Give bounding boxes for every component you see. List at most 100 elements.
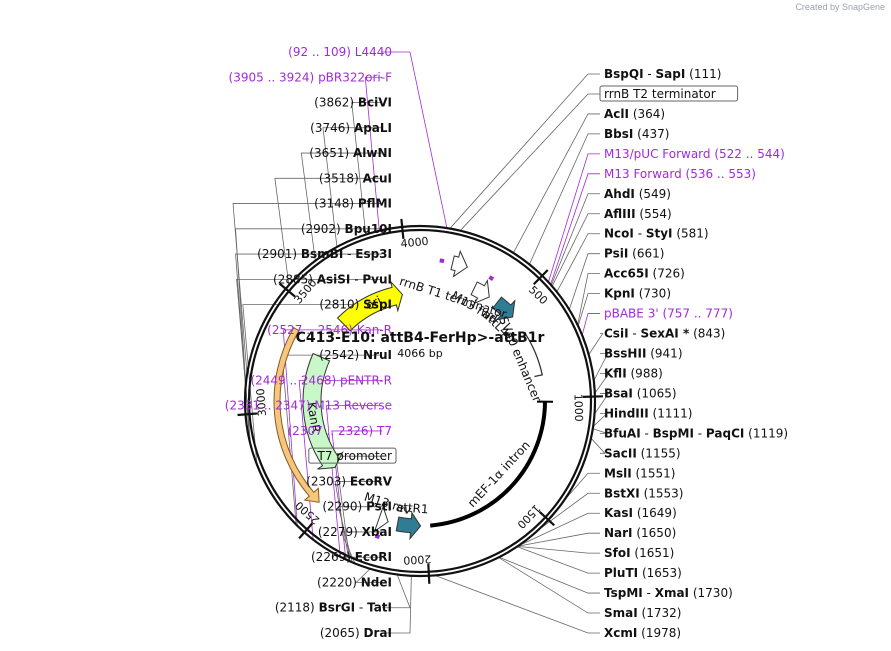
label-name2: TatI bbox=[367, 601, 392, 615]
label-pos: (2527 .. 2546) bbox=[267, 323, 353, 337]
site-label-drai: (2065) DraI bbox=[320, 626, 392, 640]
site-label-m13-forward: M13 Forward (536 .. 553) bbox=[604, 167, 756, 181]
label-pos: (1653) bbox=[642, 566, 682, 580]
leader-sfoi-0-24 bbox=[517, 545, 600, 554]
label-name: M13/pUC Forward bbox=[604, 147, 711, 161]
label-pos: (1651) bbox=[634, 546, 674, 560]
label-name: AclI bbox=[604, 107, 629, 121]
label-name: T7 bbox=[376, 424, 392, 438]
label-pos: (1650) bbox=[636, 526, 676, 540]
primer-mark-0 bbox=[439, 258, 445, 264]
label-pos: (941) bbox=[650, 347, 682, 361]
leader-kpni-0-11 bbox=[577, 293, 600, 327]
site-label-m13-puc-forward: M13/pUC Forward (522 .. 544) bbox=[604, 147, 785, 161]
label-separator: - bbox=[629, 327, 641, 341]
leader-acui-1-5 bbox=[274, 177, 382, 286]
feature-mef-1-intron bbox=[430, 401, 547, 528]
site-label-asisi: (2885) AsiSI - PvuI bbox=[273, 272, 392, 286]
snapgene-credit: Created by SnapGene bbox=[795, 2, 885, 12]
label-name: CsiI bbox=[604, 327, 629, 341]
leader-ahdi-0-6 bbox=[550, 193, 600, 286]
label-pos: (2885) bbox=[273, 272, 313, 286]
label-name: PsiI bbox=[604, 247, 628, 261]
leader-smai-0-27 bbox=[498, 557, 600, 614]
feature-ori bbox=[336, 281, 403, 332]
label-name: HindIII bbox=[604, 406, 649, 420]
leader-bbsi-0-3 bbox=[529, 133, 600, 265]
leader-psti-1-18 bbox=[337, 506, 382, 563]
site-label-kan-r: (2527 .. 2546) Kan-R bbox=[267, 323, 392, 337]
label-box bbox=[599, 85, 739, 102]
label-pos: (2118) bbox=[275, 601, 315, 615]
label-pos: (3518) bbox=[319, 171, 359, 185]
site-label-bspqi: BspQI - SapI (111) bbox=[604, 67, 721, 81]
leader-bspqi-0-0 bbox=[449, 73, 600, 229]
label-pos: (3746) bbox=[310, 121, 350, 135]
label-separator: - bbox=[643, 586, 655, 600]
label-pos: (843) bbox=[693, 327, 725, 341]
tick-mark-3500 bbox=[278, 282, 296, 298]
plasmid-length: 4066 bp bbox=[397, 347, 442, 360]
site-label-afliii: AflIII (554) bbox=[604, 207, 672, 221]
site-label-tspmi: TspMI - XmaI (1730) bbox=[604, 586, 733, 600]
leader-bpu10i-1-7 bbox=[235, 228, 382, 441]
feature-unnamed-2 bbox=[273, 326, 320, 503]
label-name: BbsI bbox=[604, 127, 633, 141]
label-pos: (92 .. 109) bbox=[288, 45, 351, 59]
site-label-pflmi: (3148) PflMI bbox=[314, 197, 392, 211]
site-label-bpu10i: (2902) Bpu10I bbox=[301, 222, 392, 236]
site-label-psii: PsiI (661) bbox=[604, 247, 664, 261]
label-name: SacII bbox=[604, 446, 637, 460]
label-name: XcmI bbox=[604, 626, 637, 640]
label-separator: - bbox=[641, 426, 653, 440]
label-name: pBR322ori-F bbox=[318, 70, 392, 84]
label-pos: (2065) bbox=[320, 626, 360, 640]
feature-label-kanr: KanR bbox=[304, 401, 323, 434]
leader-apali-1-3 bbox=[322, 127, 382, 248]
site-label-pentr-r: (2449 .. 2468) pENTR-R bbox=[250, 373, 392, 387]
leader-csii-0-13 bbox=[588, 333, 604, 355]
leader-tspmi-0-26 bbox=[498, 556, 600, 594]
leader-xcmi-0-28 bbox=[434, 574, 600, 634]
leader-pluti-0-25 bbox=[516, 546, 600, 574]
label-name3: PaqCI bbox=[706, 426, 744, 440]
label-pos: (2810) bbox=[319, 298, 359, 312]
tick-label-3000: 3000 bbox=[254, 388, 269, 417]
label-pos: (437) bbox=[637, 127, 669, 141]
site-label-psti: (2290) PstI bbox=[322, 500, 392, 514]
label-name: ApaLI bbox=[354, 121, 392, 135]
site-label-sfoi: SfoI (1651) bbox=[604, 546, 674, 560]
site-label-csii: CsiI - SexAI * (843) bbox=[604, 327, 725, 341]
site-label-smai: SmaI (1732) bbox=[604, 606, 681, 620]
leader-bfuai-0-18 bbox=[592, 428, 607, 434]
label-pos: (2303) bbox=[306, 474, 346, 488]
site-label-xcmi: XcmI (1978) bbox=[604, 626, 681, 640]
label-pos: (554) bbox=[639, 207, 671, 221]
label-name: SmaI bbox=[604, 606, 638, 620]
leader-bsshii-0-14 bbox=[593, 353, 609, 381]
label-name: pBABE 3' bbox=[604, 307, 659, 321]
label-pos: (3862) bbox=[314, 96, 354, 110]
leader-alwni-1-4 bbox=[300, 152, 382, 261]
label-name: BssHII bbox=[604, 347, 646, 361]
leader-ecorv-1-17 bbox=[334, 481, 382, 562]
site-labels: BspQI - SapI (111)rrnB T2 terminatorAclI… bbox=[225, 45, 788, 640]
leader-xbai-1-19 bbox=[340, 531, 382, 564]
site-label-apali: (3746) ApaLI bbox=[310, 121, 392, 135]
label-name: PflMI bbox=[358, 197, 392, 211]
label-name2: BspMI bbox=[653, 426, 694, 440]
label-name: AhdI bbox=[604, 187, 635, 201]
site-label-ndei: (2220) NdeI bbox=[317, 575, 392, 589]
label-name: BsaI bbox=[604, 386, 633, 400]
feature-kanr bbox=[302, 352, 344, 470]
label-name2: SapI bbox=[656, 67, 686, 81]
label-name: EcoRI bbox=[355, 550, 392, 564]
label-name2: XmaI bbox=[655, 586, 689, 600]
label-name: BsrGI bbox=[319, 601, 356, 615]
tick-label-1500: 1500 bbox=[514, 502, 543, 531]
label-name2: Esp3I bbox=[355, 247, 392, 261]
label-box-text: T7 promoter bbox=[317, 449, 393, 463]
site-label-acui: (3518) AcuI bbox=[319, 171, 392, 185]
site-label-bsshii: BssHII (941) bbox=[604, 347, 683, 361]
feature-unnamed-9 bbox=[373, 505, 389, 533]
